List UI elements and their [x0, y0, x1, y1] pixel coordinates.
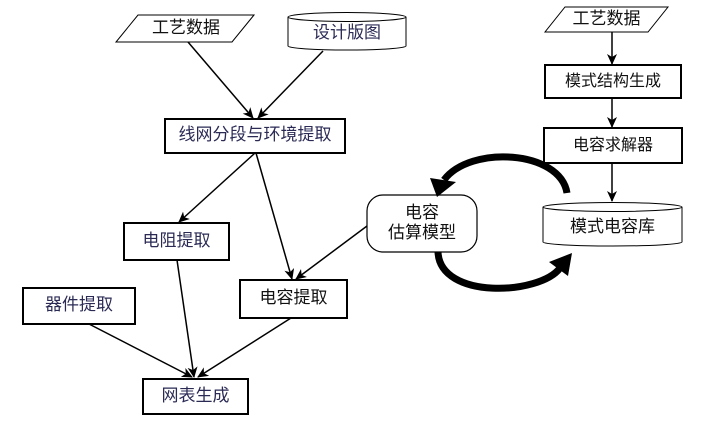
- pattern-lib-label: 模式电容库: [570, 216, 655, 237]
- edge-model-to-cap: [295, 225, 368, 280]
- resistance-extract-box: [123, 222, 230, 261]
- device-extract-label: 器件提取: [45, 295, 113, 316]
- edge-seg-to-res: [178, 152, 256, 223]
- device-extract-box: [22, 287, 136, 325]
- process-data-shape-left: [114, 14, 256, 43]
- estimation-model-label: 电容 估算模型: [367, 198, 477, 250]
- curved-arrow-model-to-lib: [434, 251, 572, 292]
- edge-process-to-seg: [187, 41, 254, 119]
- edge-layout-to-seg: [257, 50, 324, 119]
- edge-cap-to-netlist: [197, 317, 292, 378]
- estimation-model-box: [366, 194, 478, 253]
- segmentation-label: 线网分段与环境提取: [178, 125, 332, 146]
- curved-arrow-lib-to-model: [430, 153, 571, 197]
- solver-label: 电容求解器: [572, 135, 653, 155]
- estimation-model-line2: 估算模型: [388, 223, 456, 243]
- capacitance-extract-box: [239, 279, 348, 319]
- pattern-lib-cylinder: [542, 202, 683, 247]
- layout-db-label: 设计版图: [313, 23, 381, 44]
- capacitance-extract-label: 电容提取: [259, 288, 328, 309]
- edge-seg-to-cap: [255, 152, 295, 280]
- edge-device-to-netlist: [88, 323, 193, 378]
- edge-res-to-netlist: [176, 259, 198, 378]
- layout-db-cylinder: [287, 12, 407, 51]
- pattern-gen-box: [544, 64, 682, 99]
- process-data-label-left: 工艺数据: [152, 17, 220, 38]
- process-data-label-right: 工艺数据: [572, 8, 641, 29]
- pattern-gen-label: 模式结构生成: [564, 71, 661, 91]
- process-data-shape-right: [543, 6, 670, 33]
- solver-box: [543, 127, 683, 164]
- resistance-extract-label: 电阻提取: [142, 230, 211, 251]
- netlist-gen-box: [142, 378, 249, 415]
- netlist-gen-label: 网表生成: [161, 385, 230, 406]
- estimation-model-line1: 电容: [405, 203, 439, 224]
